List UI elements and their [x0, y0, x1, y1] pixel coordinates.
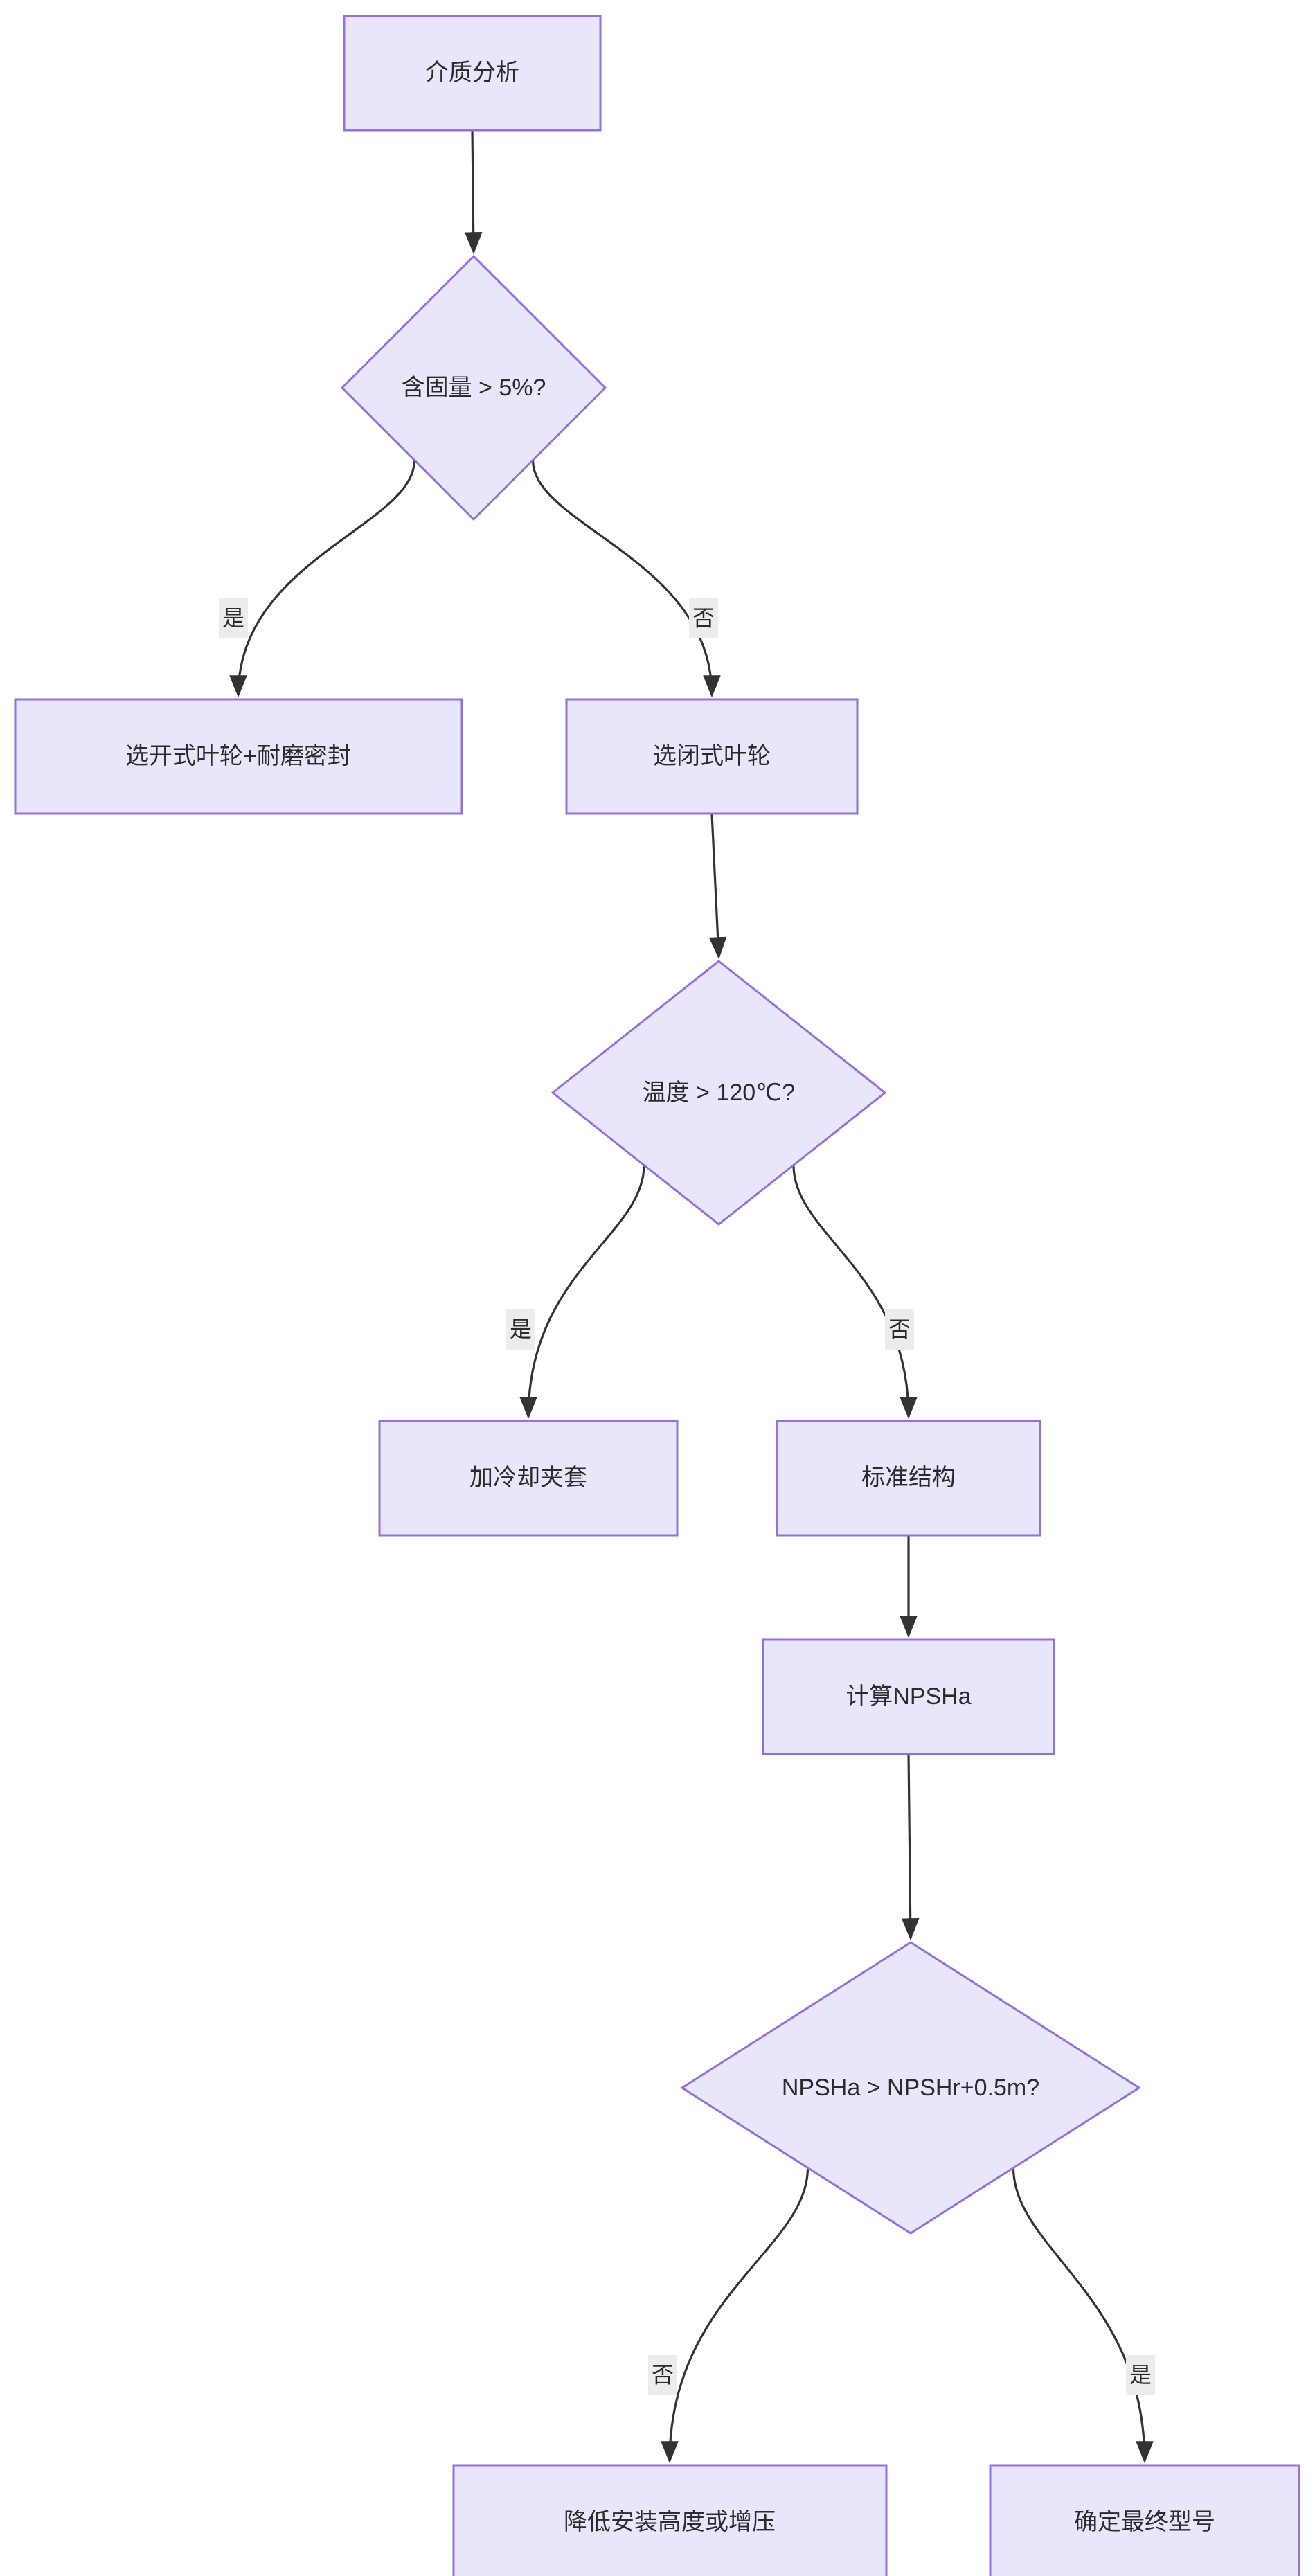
node-n8[interactable]: 计算NPSHa [762, 1638, 1055, 1755]
edge-label-chip [648, 2355, 677, 2395]
edge-label-text: 是 [1129, 2362, 1152, 2387]
node-rect-n11 [989, 2464, 1300, 2576]
edge-n2-to-n3 [229, 460, 416, 698]
edge-n9-to-n11 [1012, 2167, 1154, 2464]
edge-n5-to-n6 [519, 1165, 645, 1420]
node-diamond-n2 [340, 254, 607, 521]
node-n2[interactable]: 含固量 > 5%? [340, 254, 607, 521]
node-n7[interactable]: 标准结构 [776, 1420, 1041, 1537]
edge-label-n9-to-n10: 否 [648, 2355, 677, 2395]
node-diamond-n5 [551, 960, 887, 1226]
node-rect-n6 [378, 1420, 679, 1537]
edge-label-chip [1126, 2355, 1155, 2395]
node-rect-n10 [452, 2464, 888, 2576]
edge-label-text: 否 [652, 2362, 674, 2387]
edge-label-chip [885, 1309, 914, 1350]
node-n11[interactable]: 确定最终型号 [989, 2464, 1300, 2576]
edge-n1-to-n2 [464, 129, 483, 255]
node-rect-n7 [776, 1420, 1041, 1537]
node-n10[interactable]: 降低安装高度或增压 [452, 2464, 888, 2576]
edge-label-chip [689, 598, 718, 638]
node-rect-n3 [14, 698, 463, 815]
node-n3[interactable]: 选开式叶轮+耐磨密封 [14, 698, 463, 815]
node-n4[interactable]: 选闭式叶轮 [565, 698, 859, 815]
node-label-n7: 标准结构 [861, 1465, 956, 1491]
edge-label-text: 是 [510, 1316, 532, 1341]
edge-label-chip [506, 1309, 535, 1350]
node-label-n4: 选闭式叶轮 [653, 743, 771, 769]
node-n1[interactable]: 介质分析 [343, 15, 602, 132]
edge-n4-to-n5 [708, 813, 727, 960]
node-n6[interactable]: 加冷却夹套 [378, 1420, 679, 1537]
edges-layer [229, 129, 1154, 2464]
node-label-n3: 选开式叶轮+耐磨密封 [125, 743, 351, 769]
node-label-n10: 降低安装高度或增压 [564, 2509, 776, 2535]
edge-label-text: 否 [888, 1316, 911, 1341]
edge-label-n5-to-n6: 是 [506, 1309, 535, 1350]
node-rect-n8 [762, 1638, 1055, 1755]
node-label-n6: 加冷却夹套 [469, 1465, 587, 1491]
edge-label-n2-to-n4: 否 [689, 598, 718, 638]
node-n9[interactable]: NPSHa > NPSHr+0.5m? [680, 1941, 1141, 2235]
edge-label-chip [219, 598, 248, 638]
edge-n2-to-n4 [531, 460, 721, 698]
edge-label-n5-to-n7: 否 [885, 1309, 914, 1350]
node-label-n11: 确定最终型号 [1074, 2509, 1215, 2535]
node-n5[interactable]: 温度 > 120℃? [551, 960, 887, 1226]
node-rect-n1 [343, 15, 602, 132]
node-label-n9: NPSHa > NPSHr+0.5m? [782, 2075, 1039, 2101]
node-label-n2: 含固量 > 5%? [402, 375, 546, 401]
node-diamond-n9 [680, 1941, 1141, 2235]
node-label-n8: 计算NPSHa [846, 1683, 971, 1710]
node-rect-n4 [565, 698, 859, 815]
edge-n5-to-n7 [792, 1165, 918, 1420]
node-label-n5: 温度 > 120℃? [643, 1080, 796, 1106]
edge-labels-layer: 是否是否否是 [219, 598, 1155, 2395]
edge-label-text: 否 [692, 605, 715, 630]
edge-label-n9-to-n11: 是 [1126, 2355, 1155, 2395]
edge-label-n2-to-n3: 是 [219, 598, 248, 638]
edge-n8-to-n9 [901, 1753, 920, 1941]
edge-n9-to-n10 [661, 2167, 809, 2464]
node-label-n1: 介质分析 [425, 60, 519, 86]
edge-label-text: 是 [222, 605, 244, 630]
